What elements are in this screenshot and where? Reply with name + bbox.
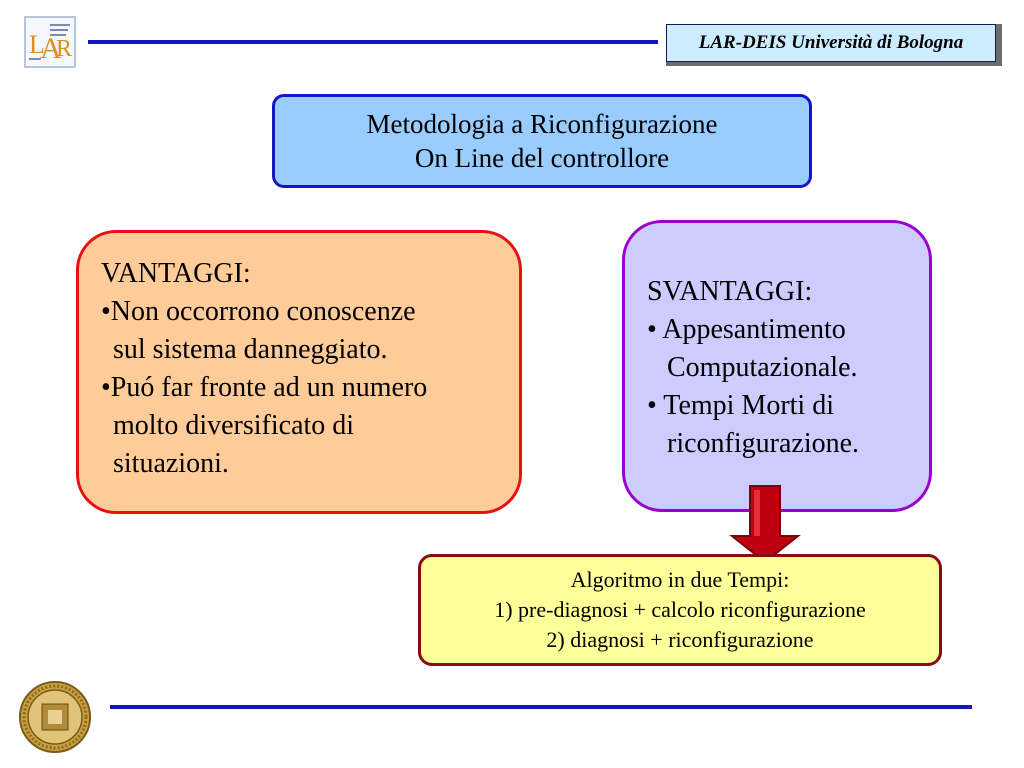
- header-label-shadow: LAR-DEIS Università di Bologna: [666, 24, 1002, 66]
- arrow-down-graphic: [729, 485, 801, 564]
- advantage-item: •Puó far fronte ad un numero molto diver…: [101, 369, 519, 483]
- arrow-highlight: [754, 490, 760, 536]
- lar-logo-line-2: [50, 29, 68, 31]
- affiliation-label: LAR-DEIS Università di Bologna: [666, 24, 996, 62]
- disadvantages-heading: SVANTAGGI:: [647, 276, 813, 307]
- arrow-down-icon: [728, 484, 802, 564]
- disadvantage-item-line: Computazionale.: [667, 352, 858, 383]
- header-rule: [88, 40, 658, 44]
- lar-logo-icon: L A R: [24, 16, 76, 68]
- advantage-item-line: molto diversificato di: [113, 410, 355, 441]
- advantage-item: •Non occorrono conoscenze sul sistema da…: [101, 293, 519, 369]
- algorithm-line-3: 2) diagnosi + riconfigurazione: [546, 627, 814, 652]
- disadvantage-item-line: • Appesantimento: [647, 314, 846, 345]
- disadvantage-item: • Tempi Morti di riconfigurazione.: [647, 387, 929, 463]
- advantages-box: VANTAGGI: •Non occorrono conoscenze sul …: [76, 230, 522, 514]
- arrow-down-shape: [729, 485, 801, 564]
- title-box: Metodologia a Riconfigurazione On Line d…: [272, 94, 812, 188]
- lar-logo-letter-a: A: [40, 32, 62, 65]
- lar-logo-letter-r: R: [56, 36, 72, 62]
- disadvantages-box: SVANTAGGI: • Appesantimento Computaziona…: [622, 220, 932, 512]
- footer-rule: [110, 705, 972, 709]
- university-seal-icon: [18, 680, 92, 754]
- advantage-item-line: •Non occorrono conoscenze: [101, 296, 416, 327]
- advantage-item-line: sul sistema danneggiato.: [113, 334, 388, 365]
- title-line-1: Metodologia a Riconfigurazione: [366, 109, 718, 139]
- advantages-heading: VANTAGGI:: [101, 258, 251, 289]
- algorithm-line-2: 1) pre-diagnosi + calcolo riconfigurazio…: [494, 597, 866, 622]
- disadvantage-item-line: riconfigurazione.: [667, 428, 860, 459]
- algorithm-line-1: Algoritmo in due Tempi:: [570, 567, 790, 592]
- lar-logo-graphic: L A R: [29, 24, 72, 65]
- advantage-item-line: •Puó far fronte ad un numero: [101, 372, 428, 403]
- algorithm-box: Algoritmo in due Tempi: 1) pre-diagnosi …: [418, 554, 942, 666]
- seal-center-detail: [48, 710, 62, 724]
- lar-logo-line-1: [50, 24, 70, 26]
- lar-logo-line-3: [50, 34, 66, 36]
- seal-lettering-band: [22, 684, 88, 750]
- university-seal-graphic: [19, 681, 91, 753]
- advantage-item-line: situazioni.: [113, 448, 229, 479]
- lar-logo-line-4: [29, 58, 41, 60]
- disadvantage-item: • Appesantimento Computazionale.: [647, 311, 929, 387]
- disadvantage-item-line: • Tempi Morti di: [647, 390, 834, 421]
- lar-logo-letter-l: L: [29, 30, 45, 59]
- title-line-2: On Line del controllore: [414, 143, 670, 173]
